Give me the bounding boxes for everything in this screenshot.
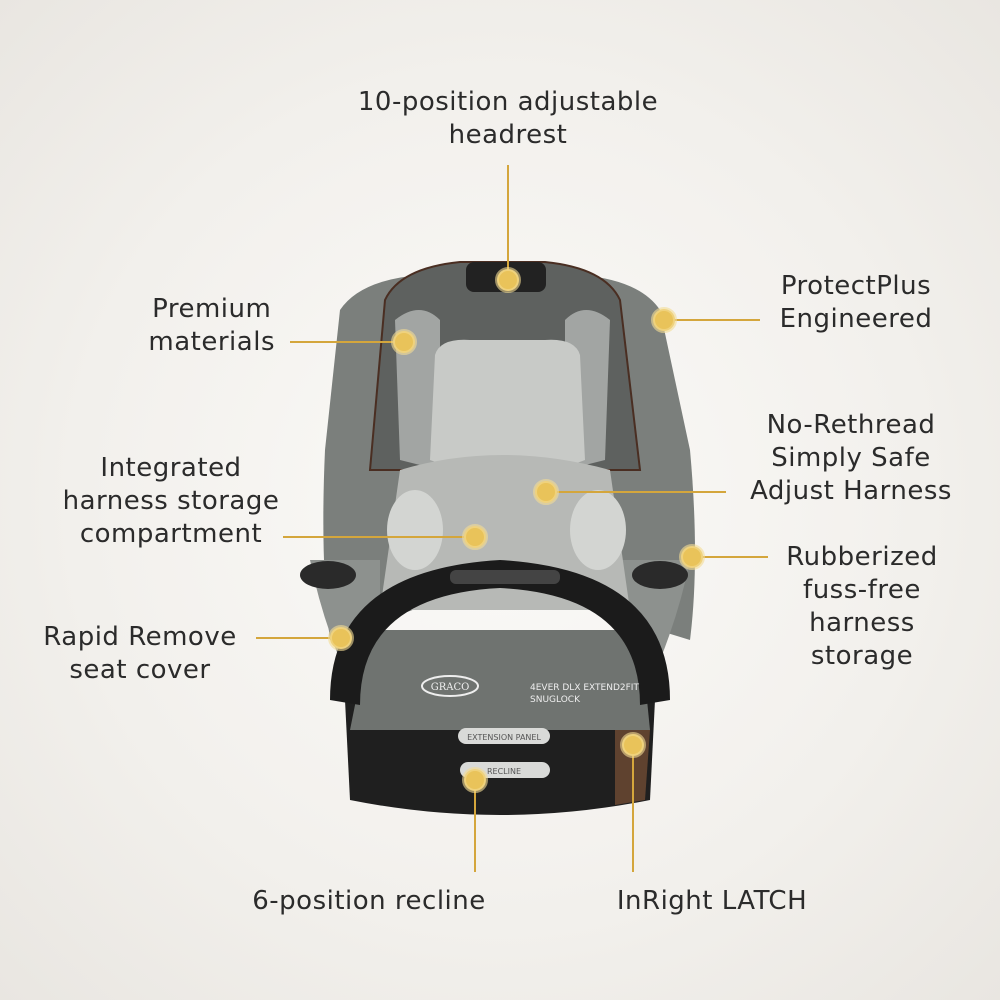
callout-lines — [256, 165, 768, 872]
callout-rubberized: Rubberized fuss-free harness storage — [786, 541, 937, 673]
callout-text: seat cover — [69, 655, 211, 685]
callout-text: InRight LATCH — [616, 886, 808, 916]
callout-dot-headrest — [495, 267, 521, 293]
graco-logo — [421, 675, 479, 697]
callout-text: Simply Safe — [771, 443, 931, 473]
extension-panel-label: EXTENSION PANEL — [467, 733, 541, 742]
callout-text: No-Rethread — [766, 410, 936, 440]
callout-text: Integrated — [100, 453, 242, 483]
callout-text: Engineered — [779, 304, 933, 334]
recline-label: RECLINE — [487, 767, 521, 776]
harness-bar — [330, 560, 670, 705]
callout-text: storage — [810, 641, 914, 671]
callout-text: Rubberized — [786, 542, 938, 572]
callout-dot-harness — [533, 479, 559, 505]
callout-premium: Premium materials — [148, 293, 275, 359]
callout-text: materials — [148, 327, 275, 357]
svg-text:SNUGLOCK: SNUGLOCK — [530, 695, 581, 705]
callout-text: harness — [809, 608, 915, 638]
callout-text: 10-position adjustable — [357, 87, 659, 117]
callout-latch: InRight LATCH — [617, 885, 807, 918]
callout-dot-protectplus — [651, 307, 677, 333]
callout-dot-premium — [391, 329, 417, 355]
right-cup-holder — [632, 561, 688, 589]
callout-harness: No-Rethread Simply Safe Adjust Harness — [750, 409, 952, 508]
callout-text: harness storage — [62, 486, 280, 516]
callout-text: ProtectPlus — [780, 271, 932, 301]
left-cup-holder — [300, 561, 356, 589]
callout-dot-rubberized — [679, 544, 705, 570]
callout-rapid-remove: Rapid Remove seat cover — [43, 621, 236, 687]
callout-text: fuss-free — [803, 575, 921, 605]
svg-text:GRACO: GRACO — [431, 682, 470, 693]
callout-text: Adjust Harness — [750, 476, 952, 506]
callout-text: headrest — [448, 120, 568, 150]
callout-storage: Integrated harness storage compartment — [63, 452, 280, 551]
callout-text: Rapid Remove — [43, 622, 237, 652]
svg-text:4EVER DLX EXTEND2FIT: 4EVER DLX EXTEND2FIT — [530, 683, 639, 693]
callout-text: 6-position recline — [252, 886, 486, 916]
callout-dot-recline — [462, 767, 488, 793]
callout-headrest: 10-position adjustable headrest — [358, 86, 658, 152]
back-pad — [430, 339, 585, 475]
callout-dot-storage — [462, 524, 488, 550]
callout-dot-latch — [620, 732, 646, 758]
callout-protectplus: ProtectPlus Engineered — [780, 270, 933, 336]
callout-recline: 6-position recline — [252, 885, 486, 918]
callout-dot-rapid — [328, 625, 354, 651]
callout-text: Premium — [152, 294, 272, 324]
callout-text: compartment — [79, 519, 263, 549]
